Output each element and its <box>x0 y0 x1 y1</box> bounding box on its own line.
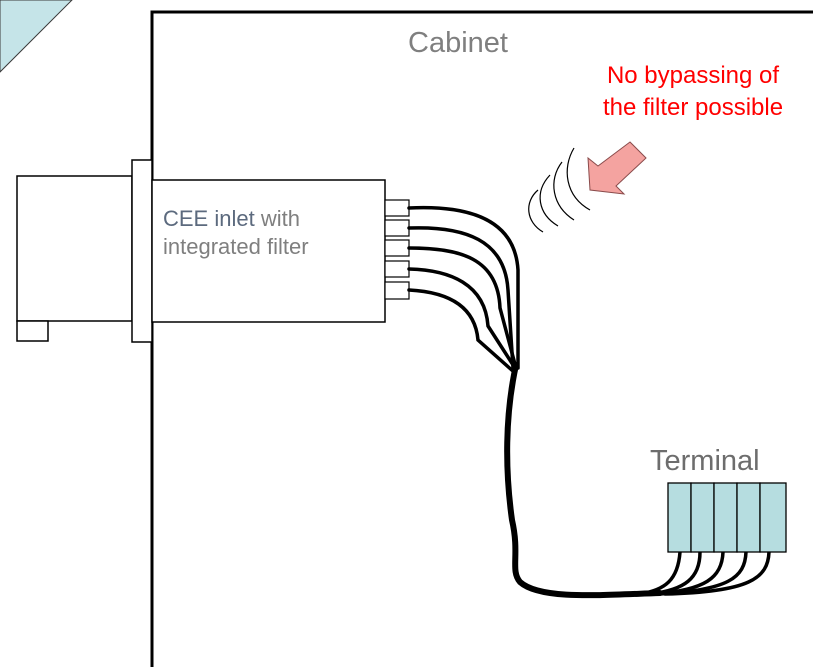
inlet-label: CEE inlet with integrated filter <box>163 205 309 261</box>
corner-shape <box>0 0 73 73</box>
arrow-icon <box>587 141 647 195</box>
plug-body <box>16 175 133 322</box>
warning-line-1: No bypassing of <box>606 62 780 89</box>
warning-line-2: the filter possible <box>602 94 784 122</box>
terminal-label: Terminal <box>650 445 760 477</box>
cabinet-label: Cabinet <box>408 27 508 59</box>
conductor-wires-lower <box>638 550 771 596</box>
terminal-block <box>667 482 787 553</box>
cable-bundle <box>504 362 663 599</box>
inlet-name: CEE inlet <box>163 206 255 231</box>
plug-latch <box>16 320 49 342</box>
warning-text: No bypassing of the filter possible <box>573 60 813 125</box>
inlet-contacts <box>384 199 410 300</box>
inlet-filter-body <box>151 179 386 323</box>
interference-waves-icon <box>528 147 591 233</box>
cabinet-wall <box>150 10 813 667</box>
inlet-flange <box>131 159 153 343</box>
inlet-label-line-1: CEE inlet with <box>163 205 309 233</box>
inlet-label-line-2: integrated filter <box>163 234 309 260</box>
conductor-wires-upper <box>407 205 520 374</box>
inlet-with: with <box>254 206 300 231</box>
